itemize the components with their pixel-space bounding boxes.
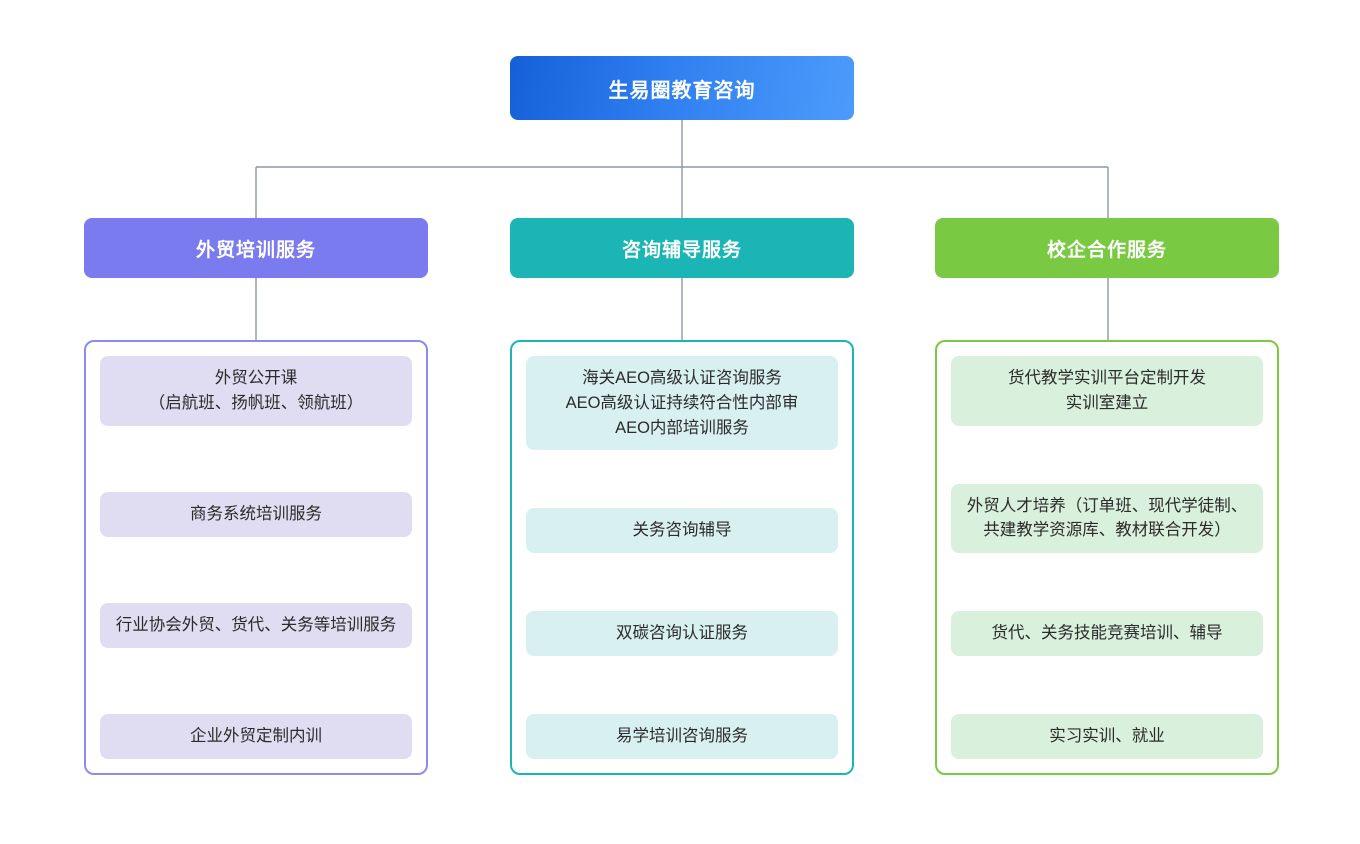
branch-panel-2: 货代教学实训平台定制开发 实训室建立 外贸人才培养（订单班、现代学徒制、共建教学…	[935, 340, 1279, 775]
leaf-card[interactable]: 易学培训咨询服务	[526, 714, 838, 759]
branch-panel-0: 外贸公开课 （启航班、扬帆班、领航班） 商务系统培训服务 行业协会外贸、货代、关…	[84, 340, 428, 775]
branch-header-label-2: 校企合作服务	[1046, 239, 1167, 261]
branch-column-0: 外贸培训服务 外贸公开课 （启航班、扬帆班、领航班） 商务系统培训服务 行业协会…	[84, 218, 428, 775]
branch-header-0[interactable]: 外贸培训服务	[84, 218, 428, 278]
leaf-card[interactable]: 双碳咨询认证服务	[526, 611, 838, 657]
leaf-card[interactable]: 货代、关务技能竞赛培训、辅导	[951, 611, 1263, 657]
branch-header-label-1: 咨询辅导服务	[621, 239, 742, 261]
leaf-card[interactable]: 海关AEO高级认证咨询服务 AEO高级认证持续符合性内部审 AEO内部培训服务	[526, 356, 838, 451]
leaf-card[interactable]: 货代教学实训平台定制开发 实训室建立	[951, 356, 1263, 426]
leaf-card[interactable]: 外贸公开课 （启航班、扬帆班、领航班）	[100, 356, 412, 426]
branch-column-2: 校企合作服务 货代教学实训平台定制开发 实训室建立 外贸人才培养（订单班、现代学…	[935, 218, 1279, 775]
root-node-label: 生易圈教育咨询	[608, 79, 756, 102]
leaf-card[interactable]: 关务咨询辅导	[526, 508, 838, 554]
leaf-card[interactable]: 企业外贸定制内训	[100, 714, 412, 759]
leaf-card[interactable]: 商务系统培训服务	[100, 491, 412, 537]
branch-header-label-0: 外贸培训服务	[195, 239, 316, 261]
branch-header-2[interactable]: 校企合作服务	[935, 218, 1279, 278]
leaf-card[interactable]: 实习实训、就业	[951, 714, 1263, 759]
branch-panel-1: 海关AEO高级认证咨询服务 AEO高级认证持续符合性内部审 AEO内部培训服务 …	[510, 340, 854, 775]
leaf-card[interactable]: 行业协会外贸、货代、关务等培训服务	[100, 603, 412, 648]
branch-column-1: 咨询辅导服务 海关AEO高级认证咨询服务 AEO高级认证持续符合性内部审 AEO…	[510, 218, 854, 775]
branch-header-1[interactable]: 咨询辅导服务	[510, 218, 854, 278]
root-node[interactable]: 生易圈教育咨询	[510, 56, 854, 120]
leaf-card[interactable]: 外贸人才培养（订单班、现代学徒制、共建教学资源库、教材联合开发）	[951, 483, 1263, 554]
